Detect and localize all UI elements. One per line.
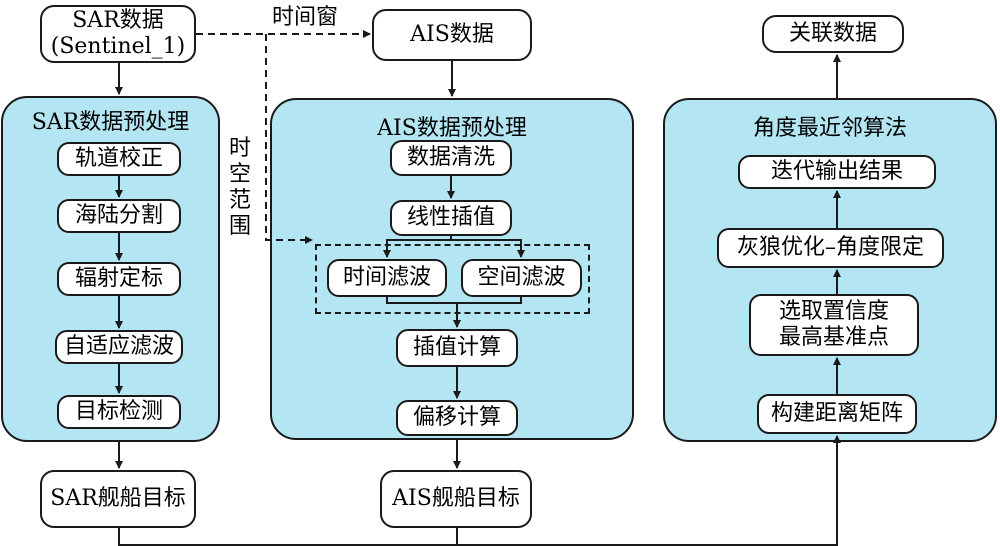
ais-step-interpolation-calc: 插值计算 xyxy=(396,329,518,367)
ais-step-offset-calc: 偏移计算 xyxy=(396,400,518,436)
sar-targets-box: SAR舰船目标 xyxy=(40,470,196,528)
alg-step-gwo-angle: 灰狼优化–角度限定 xyxy=(717,228,944,268)
sar-step-orbit-correction: 轨道校正 xyxy=(57,142,181,176)
dashed-spatiotemporal xyxy=(265,34,313,244)
split-lines xyxy=(383,236,452,258)
ais-step-linear-interpolation: 线性插值 xyxy=(390,200,512,236)
ais-step-data-cleaning: 数据清洗 xyxy=(390,140,512,176)
merge-lines xyxy=(386,297,522,304)
sar-step-target-detection: 目标检测 xyxy=(57,395,181,429)
ais-step-space-filter: 空间滤波 xyxy=(461,259,582,297)
sar-step-radiometric-calibration: 辐射定标 xyxy=(57,262,181,296)
filter-group-dashed-box xyxy=(315,244,590,314)
sar-data-box: SAR数据 (Sentinel_1) xyxy=(40,5,196,63)
bottom-connector-2 xyxy=(456,435,841,546)
alg-step-distance-matrix: 构建距离矩阵 xyxy=(757,394,917,434)
ais-step-time-filter: 时间滤波 xyxy=(327,259,447,297)
sar-step-adaptive-filter: 自适应滤波 xyxy=(55,330,183,364)
alg-step-select-confidence: 选取置信度 最高基准点 xyxy=(749,294,919,356)
ais-data-box: AIS数据 xyxy=(372,9,532,61)
ais-targets-box: AIS舰船目标 xyxy=(380,470,532,528)
bottom-connector xyxy=(118,528,457,546)
split-lines-right xyxy=(451,239,525,258)
sar-preprocess-title: SAR数据预处理 xyxy=(31,110,190,135)
sar-step-sea-land-segmentation: 海陆分割 xyxy=(57,199,181,233)
ais-preprocess-title: AIS数据预处理 xyxy=(377,116,527,141)
time-window-label: 时间窗 xyxy=(272,5,339,30)
associated-data-box: 关联数据 xyxy=(762,15,904,53)
alg-step-iterate-output: 迭代输出结果 xyxy=(738,155,936,189)
algorithm-title: 角度最近邻算法 xyxy=(752,116,907,141)
spatiotemporal-range-label: 时空范围 xyxy=(228,136,251,239)
